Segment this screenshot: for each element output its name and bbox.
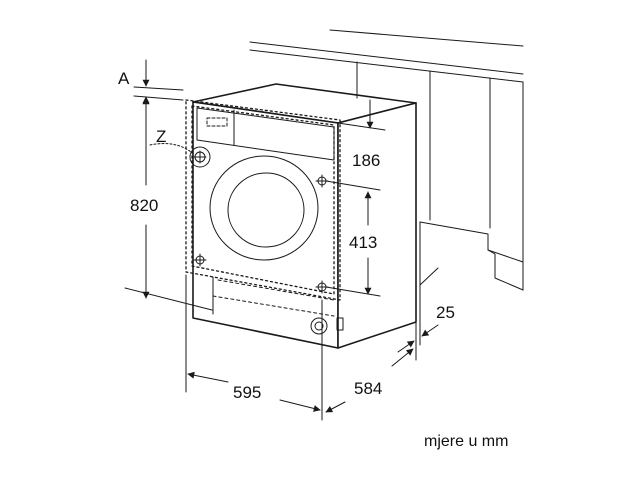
label-mount-spacing: 413 (349, 233, 378, 252)
appliance-body (192, 83, 417, 349)
label-width: 595 (233, 383, 262, 402)
dim-height (124, 97, 213, 311)
hose-connector (310, 317, 344, 335)
cabinet-top (249, 29, 524, 291)
label-top-panel: 186 (352, 151, 381, 170)
label-depth: 584 (354, 379, 383, 398)
cabinet-plinth (419, 221, 524, 311)
label-recess: 25 (436, 303, 455, 322)
dim-width (185, 274, 323, 421)
mounting-frame (185, 99, 341, 301)
door-porthole (209, 155, 319, 261)
dim-depth (325, 321, 417, 413)
dim-mount-spacing (325, 180, 381, 297)
control-panel (196, 107, 335, 161)
label-height: 820 (130, 196, 159, 215)
kick-plate (212, 276, 335, 317)
label-z: Z (156, 127, 167, 146)
dim-a (133, 59, 184, 121)
dim-recess (397, 309, 439, 353)
dim-top-panel (337, 99, 386, 131)
dim-z-leader (149, 143, 192, 153)
label-a: A (118, 69, 130, 88)
unit-note: mjere u mm (424, 433, 509, 450)
